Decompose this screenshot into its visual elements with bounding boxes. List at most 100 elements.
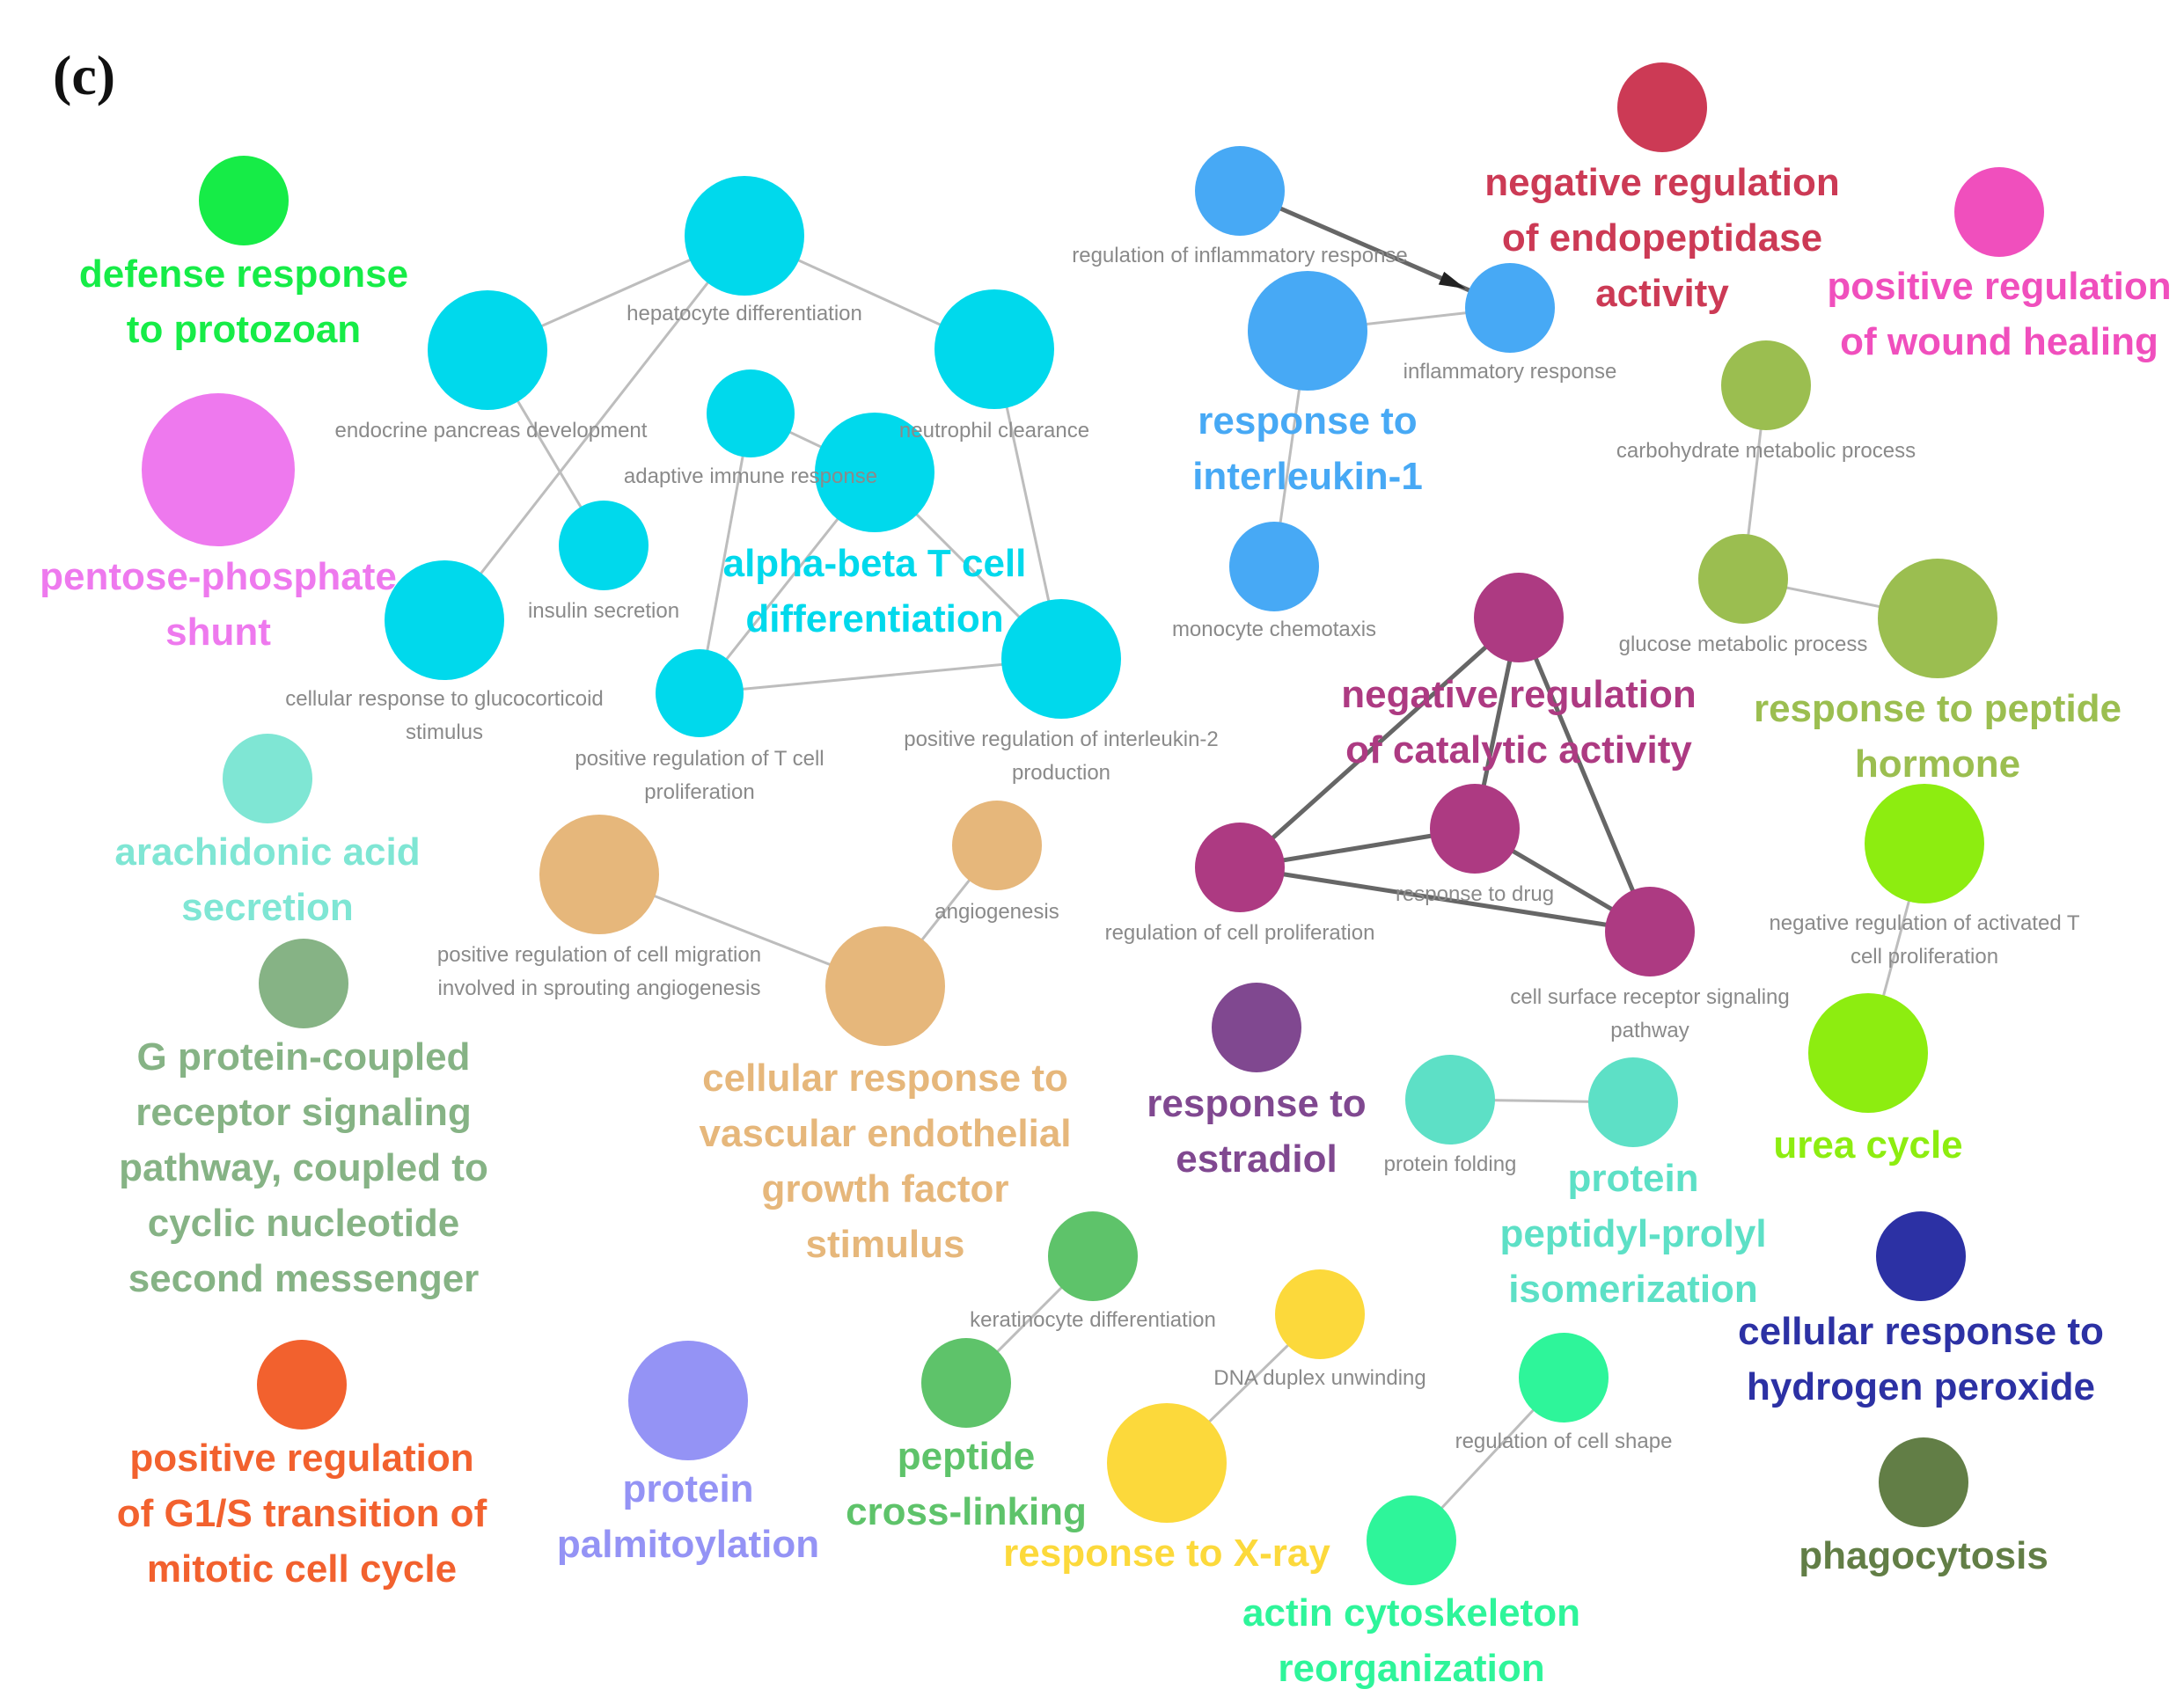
small-label-line: neutrophil clearance bbox=[899, 419, 1089, 442]
small-label-line: hepatocyte differentiation bbox=[627, 302, 862, 325]
node-response-estradiol bbox=[1212, 983, 1301, 1072]
cluster-label-line: stimulus bbox=[806, 1223, 965, 1266]
node-reg-cell-shape bbox=[1519, 1333, 1609, 1422]
small-label-line: inflammatory response bbox=[1403, 360, 1617, 384]
cluster-label-line: pathway, coupled to bbox=[119, 1146, 488, 1189]
cluster-label-line: pentose-phosphate bbox=[40, 555, 397, 598]
cluster-label-line: positive regulation bbox=[129, 1437, 473, 1480]
cluster-label: actin cytoskeleton reorganization bbox=[1242, 1591, 1580, 1690]
edge-neg-reg-catalytic-to-cell-surface-receptor bbox=[1516, 617, 1653, 932]
cluster-label: response to peptide hormone bbox=[1754, 687, 2122, 786]
node-phagocytosis bbox=[1879, 1437, 1968, 1527]
edge-pos-reg-t-prolif-to-pos-reg-il2 bbox=[699, 657, 1062, 695]
node-protein-palmitoylation bbox=[628, 1341, 748, 1460]
cluster-label-line: actin cytoskeleton bbox=[1242, 1591, 1580, 1635]
small-label-line: regulation of cell shape bbox=[1455, 1430, 1673, 1453]
cluster-label-line: response to peptide bbox=[1754, 687, 2122, 730]
cluster-label-line: positive regulation bbox=[1827, 265, 2171, 308]
cluster-label-line: hormone bbox=[1855, 742, 2020, 786]
small-label-line: regulation of cell proliferation bbox=[1105, 921, 1375, 945]
small-label: positive regulation of interleukin-2 prod… bbox=[904, 728, 1219, 785]
cluster-label-line: differentiation bbox=[745, 597, 1003, 640]
cluster-label-line: alpha-beta T cell bbox=[723, 542, 1027, 585]
node-response-peptide-hormone bbox=[1878, 559, 1997, 678]
small-label: cellular response to glucocorticoid stimu… bbox=[285, 687, 604, 744]
small-label-line: positive regulation of interleukin-2 bbox=[904, 728, 1219, 751]
node-inflammatory-response bbox=[1465, 263, 1555, 353]
small-label: carbohydrate metabolic process bbox=[1616, 439, 1916, 463]
node-peptide-cross-linking bbox=[921, 1338, 1011, 1428]
cluster-label-line: activity bbox=[1595, 272, 1729, 315]
node-cellular-glucocorticoid bbox=[385, 560, 504, 680]
cluster-label: response to X-ray bbox=[1003, 1532, 1330, 1575]
node-neg-reg-activated-t bbox=[1865, 784, 1984, 903]
small-label-line: positive regulation of T cell bbox=[575, 747, 824, 771]
node-layer bbox=[142, 62, 2044, 1585]
cluster-label-line: protein bbox=[622, 1467, 753, 1510]
small-label: regulation of inflammatory response bbox=[1072, 244, 1408, 267]
node-pos-reg-migration bbox=[539, 815, 659, 934]
node-reg-inflammatory bbox=[1195, 146, 1285, 236]
node-dna-duplex bbox=[1275, 1269, 1365, 1359]
cluster-label-line: response to bbox=[1198, 399, 1417, 442]
edge-layer bbox=[443, 188, 1938, 1542]
small-label-line: response to drug bbox=[1396, 882, 1554, 906]
small-label-line: cell proliferation bbox=[1851, 945, 1998, 969]
small-label-line: production bbox=[1012, 761, 1110, 785]
cluster-label-line: cellular response to bbox=[702, 1057, 1068, 1100]
node-pos-reg-g1s bbox=[257, 1340, 347, 1430]
small-label-line: regulation of inflammatory response bbox=[1072, 244, 1408, 267]
small-label: hepatocyte differentiation bbox=[627, 302, 862, 325]
small-label-line: endocrine pancreas development bbox=[335, 419, 648, 442]
small-label: insulin secretion bbox=[528, 599, 679, 623]
node-neg-reg-endopeptidase bbox=[1617, 62, 1707, 152]
cluster-label-line: protein bbox=[1567, 1157, 1698, 1200]
node-neutrophil-clearance bbox=[934, 289, 1054, 409]
small-label: neutrophil clearance bbox=[899, 419, 1089, 442]
cluster-label: response to interleukin-1 bbox=[1192, 399, 1423, 498]
cluster-label-line: defense response bbox=[79, 252, 408, 296]
cluster-label-line: negative regulation bbox=[1341, 673, 1696, 716]
small-label-line: angiogenesis bbox=[934, 900, 1059, 924]
cluster-label-line: peptide bbox=[898, 1435, 1035, 1478]
small-label-line: DNA duplex unwinding bbox=[1213, 1366, 1426, 1390]
node-insulin-secretion bbox=[559, 501, 649, 590]
node-neg-reg-catalytic bbox=[1474, 573, 1564, 662]
edge-hepatocyte-diff-to-cellular-glucocorticoid bbox=[443, 235, 746, 621]
cluster-label-line: peptidyl-prolyl bbox=[1499, 1212, 1766, 1255]
small-label-line: carbohydrate metabolic process bbox=[1616, 439, 1916, 463]
cluster-label-line: isomerization bbox=[1508, 1268, 1758, 1311]
cluster-label-line: of G1/S transition of bbox=[117, 1492, 487, 1535]
cluster-label-line: reorganization bbox=[1278, 1647, 1544, 1690]
cluster-label: positive regulation of wound healing bbox=[1827, 265, 2171, 363]
node-cellular-vegf bbox=[825, 926, 945, 1046]
node-pos-reg-t-prolif bbox=[656, 649, 744, 737]
small-label-line: cellular response to glucocorticoid bbox=[285, 687, 604, 711]
cluster-label-line: of catalytic activity bbox=[1345, 728, 1692, 772]
small-label-line: protein folding bbox=[1384, 1152, 1517, 1176]
cluster-label-line: phagocytosis bbox=[1799, 1534, 2048, 1577]
node-defense-protozoan bbox=[199, 156, 289, 245]
cluster-label: negative regulation of catalytic activity bbox=[1341, 673, 1696, 772]
small-label: endocrine pancreas development bbox=[335, 419, 648, 442]
small-label-line: stimulus bbox=[406, 720, 483, 744]
cluster-label-line: cellular response to bbox=[1738, 1310, 2104, 1353]
small-label: angiogenesis bbox=[934, 900, 1059, 924]
small-label-line: positive regulation of cell migration bbox=[437, 943, 761, 967]
cluster-label: protein peptidyl-prolyl isomerization bbox=[1499, 1157, 1766, 1311]
small-label-line: glucose metabolic process bbox=[1619, 633, 1868, 656]
small-label-line: involved in sprouting angiogenesis bbox=[438, 976, 761, 1000]
cluster-label-line: shunt bbox=[165, 611, 271, 654]
cluster-label-line: of wound healing bbox=[1840, 320, 2158, 363]
cluster-label: phagocytosis bbox=[1799, 1534, 2048, 1577]
node-protein-folding bbox=[1405, 1055, 1495, 1145]
cluster-label-line: interleukin-1 bbox=[1192, 455, 1423, 498]
